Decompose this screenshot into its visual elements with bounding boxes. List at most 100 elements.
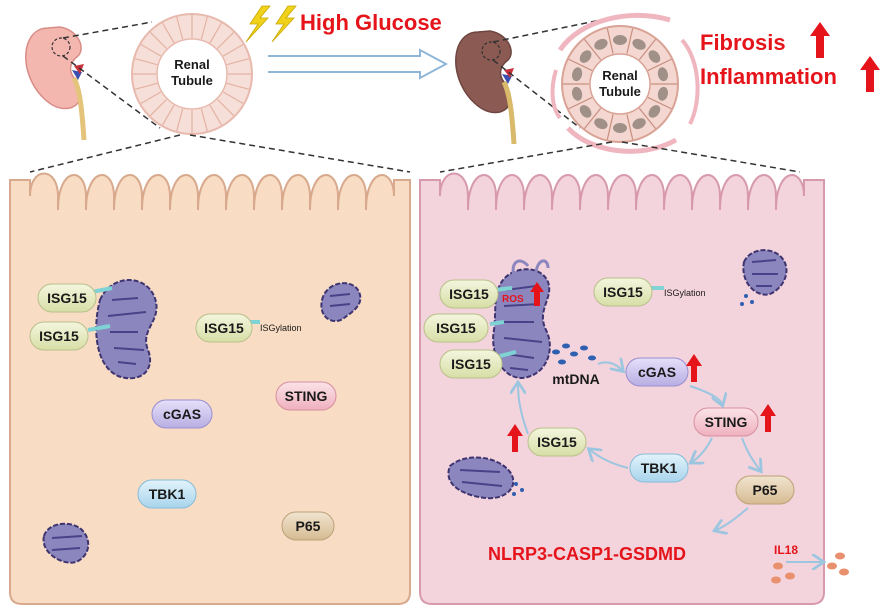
- tubule-cell-border: [134, 58, 158, 66]
- isg15-pill: [527, 427, 587, 457]
- tubule-cell-nucleus: [579, 105, 592, 118]
- isg15-label: ISG15: [451, 356, 491, 372]
- il18-particles-icon: [771, 552, 849, 584]
- zoom-line: [29, 134, 181, 173]
- isgylation-label: ISGylation: [664, 288, 706, 298]
- ros-label: ROS: [502, 294, 524, 305]
- sting-label: STING: [285, 388, 328, 404]
- tubule-cell-border: [606, 28, 614, 54]
- tubule-label: Tubule: [171, 73, 213, 88]
- outcome-inflammation: Inflammation: [700, 64, 837, 89]
- il18-label: IL18: [774, 543, 798, 557]
- healthy-cell: [9, 172, 411, 605]
- up-arrow-icon: [507, 424, 523, 452]
- tubule-cell-border: [176, 108, 184, 132]
- damaged-mitochondrion-icon: [740, 249, 788, 306]
- p65-pill: [735, 475, 795, 505]
- tubule-cell-nucleus: [571, 86, 583, 101]
- tbk1-label: TBK1: [149, 486, 186, 502]
- tubule-cell-border: [200, 16, 208, 40]
- isg15-pill: [439, 349, 503, 379]
- isg15-label: ISG15: [39, 328, 79, 344]
- healthy-tubule-icon: [131, 13, 253, 135]
- mitochondrion-icon: [42, 522, 90, 564]
- up-arrow-icon: [760, 404, 776, 432]
- tubule-cell-border: [226, 82, 250, 90]
- isg15-label: ISG15: [47, 290, 87, 306]
- isg15-label: ISG15: [436, 320, 476, 336]
- mitochondrion-icon: [95, 279, 158, 380]
- mitochondrion-icon: [320, 282, 362, 323]
- tubule-cell-border: [200, 108, 208, 132]
- tubule-cell-border: [568, 58, 593, 72]
- p65-label: P65: [296, 518, 321, 534]
- tubule-cell-nucleus: [594, 38, 608, 50]
- up-arrow-icon: [686, 354, 702, 382]
- tubule-cell-border: [606, 114, 614, 140]
- tubule-cell-nucleus: [657, 86, 669, 101]
- pathway-arrows: [518, 362, 822, 562]
- isg15-pill: [37, 283, 97, 313]
- tubule-cell-nucleus: [613, 123, 627, 133]
- isg15-label: ISG15: [204, 320, 244, 336]
- zoom-line: [621, 141, 801, 173]
- zoom-line: [62, 21, 153, 39]
- tubule-cell-border: [217, 99, 235, 117]
- tubule-cell-border: [140, 91, 162, 105]
- tubule-cell-nucleus: [571, 67, 583, 82]
- tubule-label: Renal: [602, 68, 637, 83]
- up-arrow-icon: [860, 56, 880, 92]
- mtdna-fragments-icon: [552, 343, 596, 365]
- tubule-cell-nucleus: [648, 50, 661, 63]
- isg15-label: ISG15: [603, 284, 643, 300]
- tubule-cell-nucleus: [579, 50, 592, 63]
- tubule-cell-nucleus: [657, 67, 669, 82]
- sting-pill: [275, 381, 337, 411]
- tubule-cell-nucleus: [632, 38, 646, 50]
- tubule-cell-border: [626, 114, 634, 140]
- outcome-fibrosis: Fibrosis: [700, 30, 786, 55]
- up-arrow-icon: [530, 282, 544, 306]
- tubule-cell-border: [149, 31, 167, 49]
- cgas-label: cGAS: [163, 406, 201, 422]
- isg15-pill: [423, 313, 489, 343]
- transition-arrow: [268, 48, 449, 80]
- lightning-icon: [245, 5, 297, 43]
- isg15-pill: [195, 313, 253, 343]
- tubule-cell-nucleus: [632, 118, 646, 130]
- injured-tubule-icon: [550, 12, 700, 154]
- tubule-cell-border: [647, 96, 672, 110]
- tubule-cell-border: [638, 39, 657, 61]
- tubule-cell-border: [209, 104, 223, 126]
- damaged-mitochondrion-icon: [447, 456, 524, 500]
- tubule-label: Tubule: [599, 84, 641, 99]
- zoom-line: [492, 13, 631, 43]
- sting-label: STING: [705, 414, 748, 430]
- tubule-cell-border: [217, 31, 235, 49]
- isg15-pill: [439, 279, 499, 309]
- zoom-line: [439, 141, 613, 173]
- tubule-cell-nucleus: [594, 118, 608, 130]
- isg-linker: [87, 324, 111, 332]
- up-arrow-icon: [810, 22, 830, 58]
- injured-kidney-icon: [455, 30, 517, 145]
- stimulus-label: High Glucose: [300, 10, 442, 35]
- tubule-label: Renal: [174, 57, 209, 72]
- zoom-line: [189, 134, 411, 173]
- zoom-line: [492, 59, 581, 129]
- healthy-kidney-icon: [25, 26, 87, 141]
- tubule-cell-border: [161, 22, 175, 44]
- tubule-cell-border: [134, 82, 158, 90]
- cgas-label: cGAS: [638, 364, 676, 380]
- tubule-cell-border: [209, 22, 223, 44]
- isg-linker: [499, 350, 517, 358]
- tubule-cell-border: [583, 39, 602, 61]
- mtdna-label: mtDNA: [552, 371, 599, 387]
- tubule-cell-border: [161, 104, 175, 126]
- tubule-cell-border: [568, 96, 593, 110]
- p65-pill: [281, 511, 335, 541]
- zoom-line: [62, 55, 161, 129]
- isg-linker: [91, 286, 113, 294]
